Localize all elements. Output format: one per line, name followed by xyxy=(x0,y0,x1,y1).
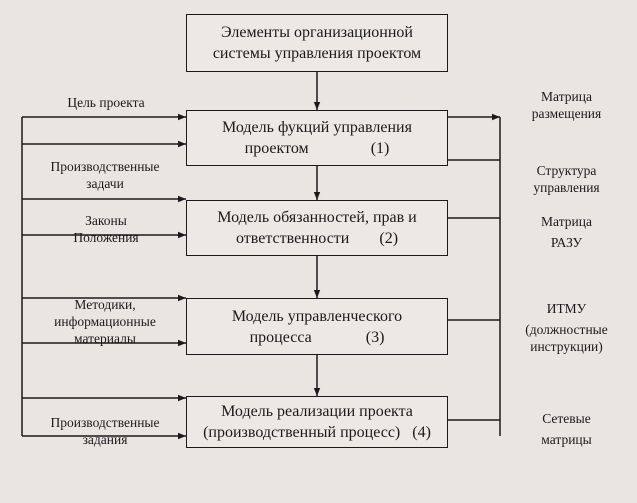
output-label-itmu: ИТМУ (должностные инструкции) xyxy=(525,301,608,354)
input-label-goal: Цель проекта xyxy=(67,95,145,110)
model-3-line-1: Модель управленческого xyxy=(231,307,403,325)
input-label-production-orders: Производственные задания xyxy=(50,415,160,447)
model-1-line-2: проектом xyxy=(244,140,309,157)
output-label-management-structure: Структура управления xyxy=(533,163,600,195)
output-label-razu-matrix: Матрица РАЗУ xyxy=(541,214,592,250)
model-2-number: (2) xyxy=(379,230,399,247)
model-4-number: (4) xyxy=(412,424,431,441)
model-3-line-2: процесса xyxy=(249,328,312,346)
model-4-line-2: (производственный процесс) xyxy=(203,424,401,441)
model-box-4: Модель реализации проекта (производствен… xyxy=(186,396,448,448)
model-4-line-1: Модель реализации проекта xyxy=(221,403,413,420)
title-line-2: системы управления проектом xyxy=(212,45,422,62)
model-3-number: (3) xyxy=(365,328,385,346)
title-box: Элементы организационной системы управле… xyxy=(186,14,448,72)
model-box-3: Модель управленческого процесса (3) xyxy=(186,298,448,355)
model-1-line-1: Модель фукций управления xyxy=(222,119,412,136)
input-label-production-tasks: Производственные задачи xyxy=(50,159,160,191)
input-label-methods: Методики, информационные материалы xyxy=(54,297,156,346)
model-1-number: (1) xyxy=(370,140,390,157)
model-2-line-2: ответственности xyxy=(235,230,350,247)
model-box-2: Модель обязанностей, прав и ответственно… xyxy=(186,200,448,256)
input-label-laws: Законы Положения xyxy=(73,213,139,245)
title-line-1: Элементы организационной xyxy=(221,24,413,41)
output-label-network-matrices: Сетевые матрицы xyxy=(541,411,592,447)
output-label-placement-matrix: Матрица размещения xyxy=(531,89,602,121)
model-2-line-1: Модель обязанностей, прав и xyxy=(217,209,417,226)
model-box-1: Модель фукций управления проектом (1) xyxy=(186,110,448,166)
